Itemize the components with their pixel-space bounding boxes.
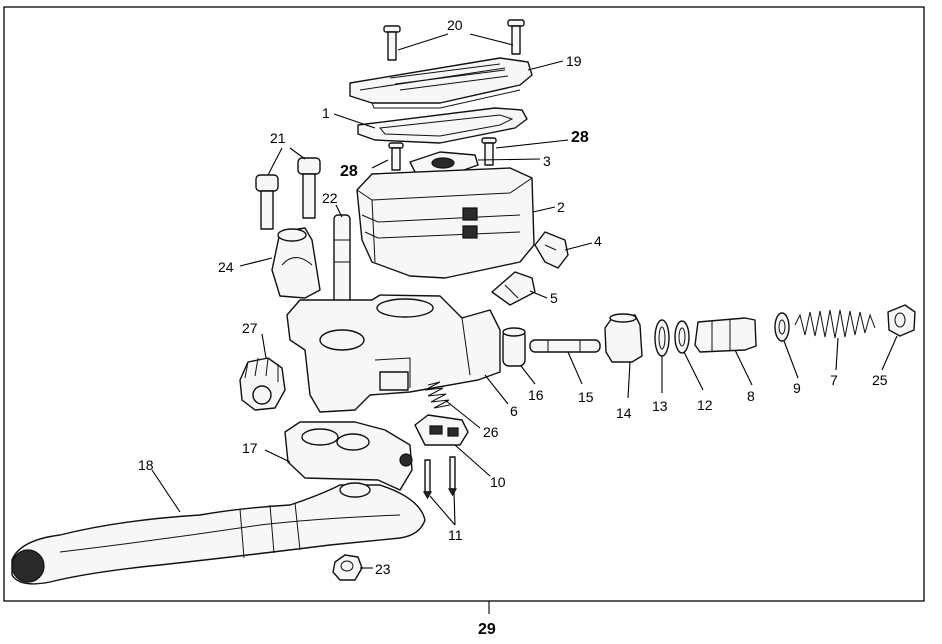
callout-1: 1 bbox=[322, 105, 330, 121]
part-1-diaphragm bbox=[357, 107, 528, 144]
callout-19: 19 bbox=[566, 53, 582, 69]
callout-22: 22 bbox=[322, 190, 338, 206]
callout-28-left: 28 bbox=[340, 163, 358, 180]
part-9-seal bbox=[774, 312, 790, 342]
part-14-boot bbox=[604, 313, 643, 363]
part-6-master-cylinder-body bbox=[286, 294, 501, 413]
callout-21: 21 bbox=[270, 130, 286, 146]
callout-12: 12 bbox=[697, 397, 713, 413]
callout-26: 26 bbox=[483, 424, 499, 440]
part-8-piston bbox=[694, 317, 757, 353]
part-27-adjuster-knob bbox=[239, 357, 286, 411]
part-28-screws bbox=[388, 137, 497, 171]
part-19-reservoir-cover bbox=[349, 57, 533, 109]
callout-13: 13 bbox=[652, 398, 668, 414]
callout-9: 9 bbox=[793, 380, 801, 396]
callout-labels: 20 19 1 28 28 3 21 2 22 4 24 5 27 6 16 1… bbox=[138, 17, 888, 638]
part-21-clamp-bolts bbox=[255, 157, 321, 230]
callout-24: 24 bbox=[218, 259, 234, 275]
part-4-bracket bbox=[534, 231, 569, 269]
part-24-clamp bbox=[271, 227, 321, 299]
leader-lines bbox=[151, 33, 898, 569]
diagram-frame bbox=[3, 6, 925, 602]
part-10-switch-block bbox=[414, 414, 469, 446]
part-20-cover-screws bbox=[383, 19, 525, 61]
callout-2: 2 bbox=[557, 199, 565, 215]
part-2-reservoir-body bbox=[356, 167, 535, 279]
callout-8: 8 bbox=[747, 388, 755, 404]
callout-7: 7 bbox=[830, 372, 838, 388]
callout-29: 29 bbox=[478, 621, 496, 638]
callout-28-right: 28 bbox=[571, 129, 589, 146]
callout-5: 5 bbox=[550, 290, 558, 306]
part-26-small-spring bbox=[424, 381, 451, 409]
callout-27: 27 bbox=[242, 320, 258, 336]
part-12-washer bbox=[674, 320, 690, 354]
callout-3: 3 bbox=[543, 153, 551, 169]
callout-18: 18 bbox=[138, 457, 154, 473]
callout-6: 6 bbox=[510, 403, 518, 419]
callout-16: 16 bbox=[528, 387, 544, 403]
part-18-lever bbox=[11, 482, 426, 585]
part-23-nut bbox=[332, 554, 363, 581]
callout-23: 23 bbox=[375, 561, 391, 577]
callout-20: 20 bbox=[447, 17, 463, 33]
callout-4: 4 bbox=[594, 233, 602, 249]
part-7-spring bbox=[794, 309, 876, 339]
part-11-switch-screws bbox=[422, 456, 458, 500]
part-16-nut bbox=[502, 327, 526, 367]
part-22-pivot-pin bbox=[333, 214, 351, 306]
part-5-fitting bbox=[491, 271, 536, 306]
callout-25: 25 bbox=[872, 372, 888, 388]
part-15-push-rod bbox=[529, 339, 601, 353]
part-25-end-cap bbox=[887, 304, 916, 337]
callout-10: 10 bbox=[490, 474, 506, 490]
part-17-pivot-block bbox=[284, 421, 413, 491]
callout-17: 17 bbox=[242, 440, 258, 456]
callout-14: 14 bbox=[616, 405, 632, 421]
part-13-circlip bbox=[654, 319, 670, 357]
callout-11: 11 bbox=[448, 527, 463, 543]
part-3-plate bbox=[409, 151, 479, 176]
callout-15: 15 bbox=[578, 389, 594, 405]
